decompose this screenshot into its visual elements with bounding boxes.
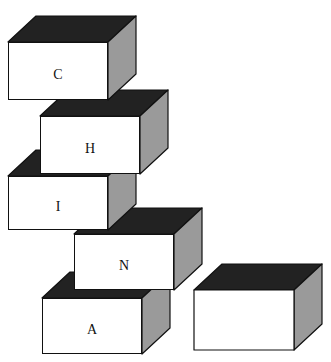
letter-box: C [8,42,108,100]
letter-box: H [40,116,140,174]
letter-box: N [74,234,174,290]
box-letter: I [56,191,61,215]
empty-box-front [194,290,294,350]
letter-box: I [8,176,108,230]
box-letter: C [53,59,62,83]
box-letter: A [87,314,97,338]
box-side-face [294,264,322,350]
box-letter: H [85,133,95,157]
box-side-face [140,90,168,174]
box-side-face [174,208,202,290]
letter-box: A [42,298,142,354]
box-side-face [108,16,136,100]
box-letter: N [119,250,129,274]
